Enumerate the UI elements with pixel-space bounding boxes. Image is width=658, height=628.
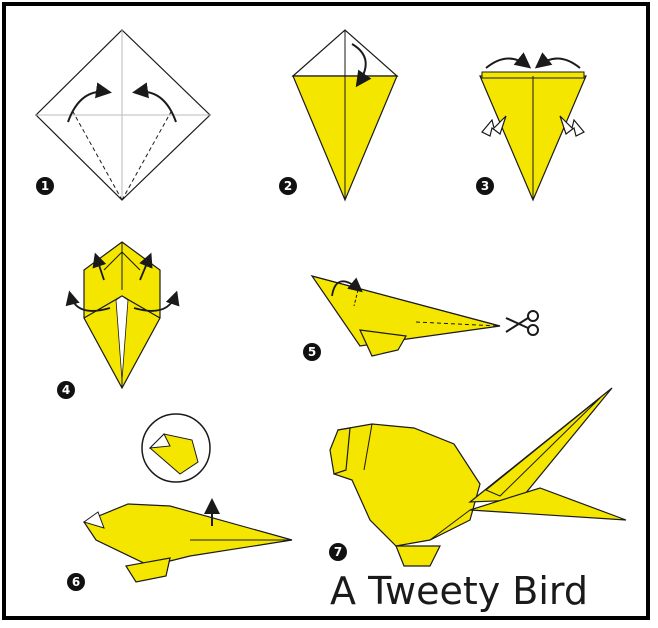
curl-arrow-left-icon — [486, 58, 528, 68]
step-6-badge: 6 — [67, 573, 85, 591]
step-6-inset — [142, 414, 210, 482]
svg-text:6: 6 — [72, 575, 80, 589]
step-2-diagram — [293, 30, 397, 200]
open-arrow-left-icon — [482, 116, 506, 136]
svg-text:1: 1 — [41, 179, 49, 193]
svg-text:7: 7 — [334, 545, 342, 559]
svg-text:4: 4 — [62, 383, 70, 397]
svg-text:3: 3 — [481, 179, 489, 193]
diagram-title: A Tweety Bird — [330, 572, 630, 610]
step-1-diagram — [36, 30, 210, 200]
scissors-icon — [506, 311, 538, 335]
svg-text:2: 2 — [284, 179, 292, 193]
step-7-badge: 7 — [329, 543, 347, 561]
step-7-bird — [330, 388, 626, 566]
step-3-diagram — [480, 58, 586, 200]
step-1-badge: 1 — [36, 177, 54, 195]
step-4-badge: 4 — [57, 381, 75, 399]
step-5-diagram — [312, 276, 538, 356]
step-3-badge: 3 — [476, 177, 494, 195]
svg-text:5: 5 — [308, 345, 316, 359]
step-2-badge: 2 — [279, 177, 297, 195]
open-arrow-right-icon — [560, 116, 584, 136]
step-6-diagram — [84, 502, 292, 582]
curl-arrow-right-icon — [538, 58, 580, 68]
step-4-diagram — [70, 242, 176, 388]
step-5-badge: 5 — [303, 343, 321, 361]
